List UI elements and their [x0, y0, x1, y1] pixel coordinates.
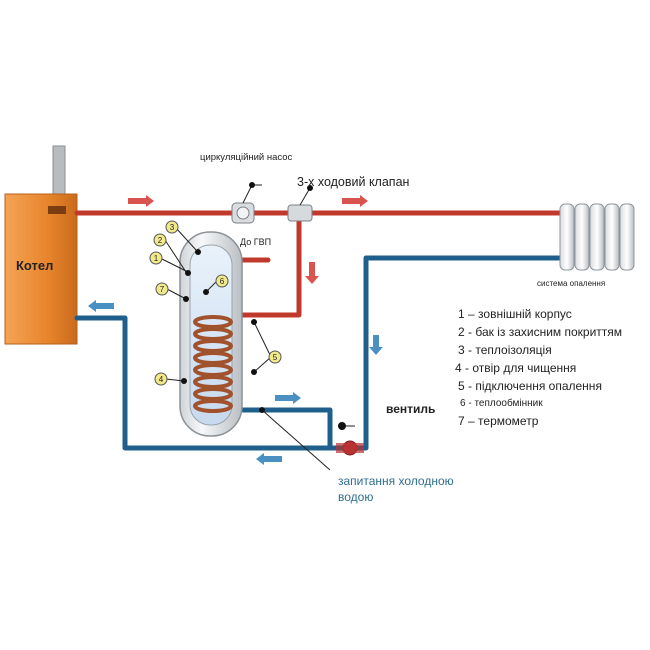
- marker-3: 3: [170, 223, 175, 232]
- marker-6: 6: [220, 277, 225, 286]
- marker-2: 2: [158, 236, 163, 245]
- legend-item-7: 7 – термометр: [458, 414, 539, 428]
- legend-item-6: 6 - теплообмінник: [460, 397, 543, 409]
- hot-pipes: [74, 210, 563, 318]
- heat-exchanger-coil: [193, 315, 233, 413]
- hot-water-label: До ГВП: [240, 237, 271, 247]
- cold-water-label-1: запитання холодною: [338, 474, 454, 488]
- legend-item-5: 5 - підключення опалення: [458, 379, 602, 393]
- marker-dots: [181, 182, 346, 430]
- radiator: [559, 203, 635, 271]
- legend-item-1: 1 – зовнішній корпус: [458, 307, 572, 321]
- boiler-vent: [48, 206, 66, 214]
- hot-flow-arrows: [128, 195, 368, 284]
- circulation-pump: [231, 202, 255, 224]
- cold-water-label-2: водою: [338, 490, 373, 504]
- marker-7: 7: [160, 285, 165, 294]
- marker-1: 1: [154, 254, 159, 263]
- legend-item-4: 4 - отвір для чищення: [455, 361, 576, 375]
- legend-item-2: 2 - бак із захисним покриттям: [458, 325, 622, 339]
- tap-label: вентиль: [386, 402, 435, 416]
- legend-item-3: 3 - теплоізоляція: [458, 343, 552, 357]
- heating-system-label: система опалення: [537, 279, 605, 288]
- boiler-label: Котел: [16, 258, 53, 273]
- valve-label: 3-х ходовий клапан: [297, 175, 410, 189]
- boiler-body: [4, 193, 78, 345]
- legend: 1 – зовнішній корпус 2 - бак із захисним…: [455, 307, 622, 428]
- marker-5: 5: [273, 353, 278, 362]
- numbered-markers: 3 2 1 7 6 4 5: [149, 220, 282, 386]
- tap-valve: [336, 440, 364, 456]
- three-way-valve: [287, 204, 313, 222]
- cold-flow-arrows: [88, 300, 383, 465]
- pump-label: циркуляційний насос: [200, 152, 293, 163]
- leader-lines: [159, 184, 355, 471]
- boiler-chimney: [52, 145, 66, 197]
- marker-4: 4: [159, 375, 164, 384]
